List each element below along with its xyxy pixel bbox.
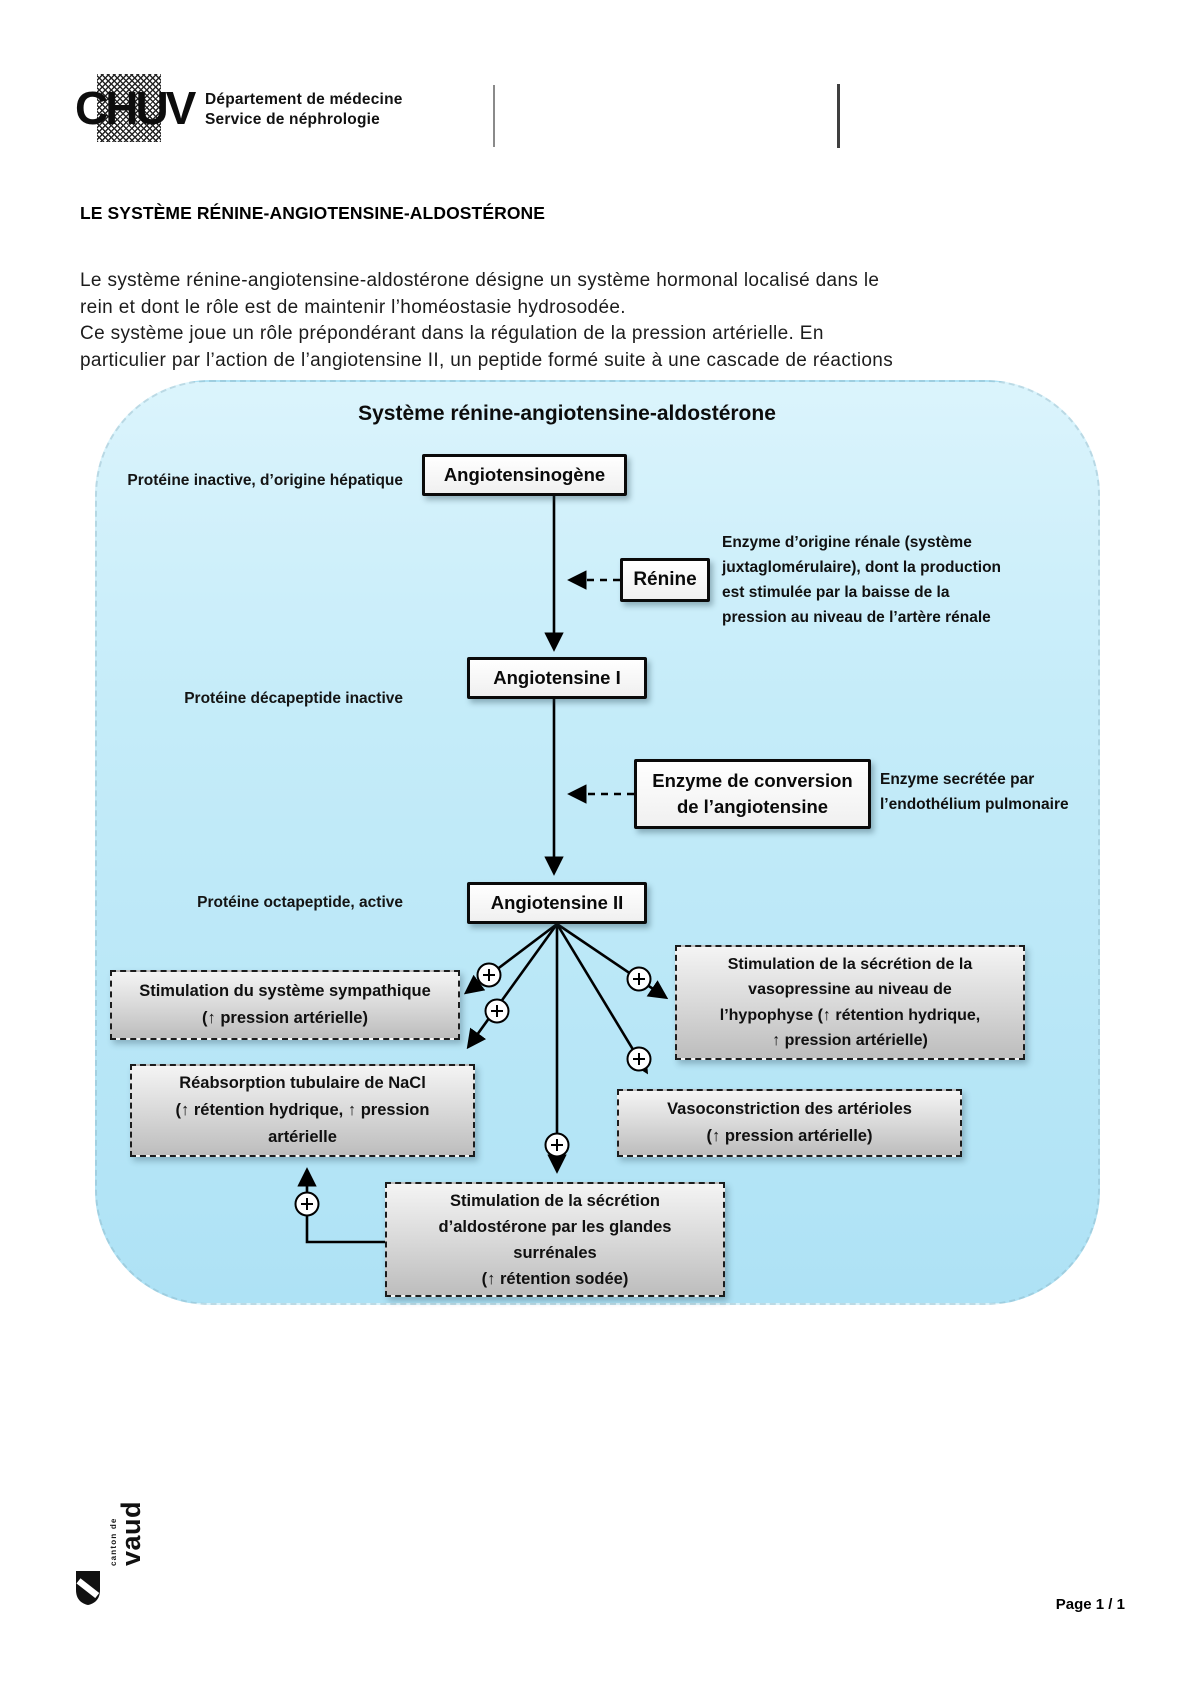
- intro-paragraph: Le système rénine-angiotensine-aldostéro…: [80, 268, 1140, 374]
- plus-circle-icon: [626, 966, 652, 992]
- plus-circle-icon: [544, 1132, 570, 1158]
- paragraph-line: Ce système joue un rôle prépondérant dan…: [80, 323, 824, 344]
- header-divider-2: [837, 84, 840, 148]
- effect-line: artérielle: [268, 1128, 337, 1146]
- note-line: Enzyme d’origine rénale (système: [722, 534, 972, 551]
- paragraph-line: Le système rénine-angiotensine-aldostéro…: [80, 270, 880, 291]
- effect-line: (↑ rétention sodée): [481, 1269, 629, 1288]
- header-service-line: Service de néphrologie: [205, 110, 380, 128]
- node-renine: Rénine: [620, 558, 710, 602]
- effect-vasopressine: Stimulation de la sécrétion de la vasopr…: [675, 945, 1025, 1060]
- header-department-line: Département de médecine: [205, 91, 403, 108]
- effect-line: Réabsorption tubulaire de NaCl: [179, 1074, 426, 1092]
- conversion-annotation: Enzyme secrétée par l’endothélium pulmon…: [880, 767, 1069, 817]
- chuv-logo-text: CHUV: [75, 82, 196, 134]
- note-line: pression au niveau de l’artère rénale: [722, 609, 991, 626]
- effect-line: Vasoconstriction des artérioles: [667, 1100, 912, 1118]
- vaud-label: vaud: [116, 1500, 146, 1566]
- effect-line: Stimulation du système sympathique: [139, 982, 431, 1000]
- effect-reabsorption: Réabsorption tubulaire de NaCl (↑ rétent…: [130, 1064, 475, 1157]
- node-angiotensine2: Angiotensine II: [467, 882, 647, 924]
- node-angiotensinogene: Angiotensinogène: [422, 454, 627, 496]
- effect-line: Stimulation de la sécrétion: [450, 1191, 660, 1210]
- node-line: de l’angiotensine: [676, 796, 829, 817]
- canton-vaud-logo: canton de vaud: [66, 1398, 146, 1605]
- effect-aldosterone: Stimulation de la sécrétion d’aldostéron…: [385, 1182, 725, 1297]
- diagram-title: Système rénine-angiotensine-aldostérone: [358, 402, 776, 425]
- note-line: Enzyme secrétée par: [880, 771, 1035, 788]
- effect-sympathique: Stimulation du système sympathique (↑ pr…: [110, 970, 460, 1040]
- page-number: Page 1 / 1: [1055, 1596, 1125, 1613]
- diagram-arrows-layer: [294, 496, 669, 1244]
- label-angiotensine2: Protéine octapeptide, active: [197, 894, 403, 911]
- note-line: l’endothélium pulmonaire: [880, 796, 1069, 813]
- effect-line: (↑ rétention hydrique, ↑ pression: [175, 1101, 430, 1119]
- canton-vaud-wordmark: canton de vaud: [104, 1398, 146, 1566]
- chuv-logo-hatch-pattern: [97, 74, 161, 142]
- node-angiotensine1: Angiotensine I: [467, 657, 647, 699]
- node-line: Enzyme de conversion: [652, 770, 853, 791]
- effect-line: surrénales: [513, 1243, 597, 1262]
- chuv-logo: CHUV: [75, 74, 196, 142]
- node-enzyme-conversion: Enzyme de conversion de l’angiotensine: [634, 759, 871, 829]
- renine-annotation: Enzyme d’origine rénale (système juxtagl…: [722, 530, 1001, 630]
- effect-vasoconstriction: Vasoconstriction des artérioles (↑ press…: [617, 1089, 962, 1157]
- vaud-shield-icon: [74, 1571, 102, 1605]
- arrow-to-reabsorption: [466, 923, 559, 1050]
- header-department-block: Département de médecine Service de néphr…: [205, 90, 403, 129]
- effect-line: ↑ pression artérielle): [772, 1032, 928, 1049]
- plus-circle-icon: [476, 962, 502, 988]
- arrow-to-vasoconstriction: [555, 923, 649, 1075]
- label-angiotensine1: Protéine décapeptide inactive: [184, 690, 403, 707]
- effect-line: l’hypophyse (↑ rétention hydrique,: [719, 1006, 981, 1024]
- plus-circle-icon: [626, 1046, 652, 1072]
- effect-line: Stimulation de la sécrétion de la: [727, 955, 973, 973]
- effect-line: (↑ pression artérielle): [202, 1009, 368, 1027]
- paragraph-line: rein et dont le rôle est de maintenir l’…: [80, 296, 626, 318]
- note-line: est stimulée par la baisse de la: [722, 584, 950, 601]
- effect-line: vasopressine au niveau de: [748, 981, 952, 998]
- effect-line: d’aldostérone par les glandes: [438, 1217, 672, 1236]
- plus-circle-icon: [484, 998, 510, 1024]
- effect-line: (↑ pression artérielle): [706, 1127, 873, 1145]
- paragraph-line: particulier par l’action de l’angiotensi…: [80, 349, 894, 371]
- raas-diagram: Système rénine-angiotensine-aldostérone …: [95, 380, 1100, 1305]
- page-title: LE SYSTÈME RÉNINE-ANGIOTENSINE-ALDOSTÉRO…: [80, 203, 546, 223]
- label-angiotensinogene: Protéine inactive, d’origine hépatique: [127, 472, 403, 489]
- plus-circle-icon: [294, 1191, 320, 1217]
- note-line: juxtaglomérulaire), dont la production: [722, 559, 1002, 576]
- header-divider-1: [493, 85, 495, 147]
